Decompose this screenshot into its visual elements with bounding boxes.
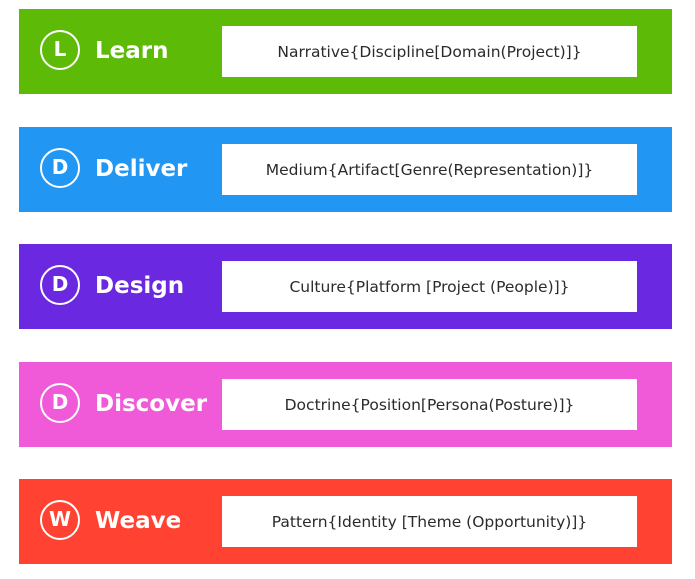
- formula-text: Medium{Artifact[Genre(Representation)]}: [265, 160, 594, 179]
- formula-box: Culture{Platform [Project (People)]}: [222, 261, 637, 312]
- formula-text: Pattern{Identity [Theme (Opportunity)]}: [271, 512, 588, 531]
- stage-title: Learn: [95, 38, 169, 64]
- formula-text: Narrative{Discipline[Domain(Project)]}: [277, 42, 582, 61]
- stage-letter-badge: W: [40, 500, 80, 540]
- stage-band-design: D Design Culture{Platform [Project (Peop…: [19, 244, 672, 329]
- stage-letter-badge: L: [40, 30, 80, 70]
- stage-title: Discover: [95, 391, 208, 417]
- formula-box: Narrative{Discipline[Domain(Project)]}: [222, 26, 637, 77]
- stage-letter-badge: D: [40, 383, 80, 423]
- formula-box: Doctrine{Position[Persona(Posture)]}: [222, 379, 637, 430]
- stage-band-weave: W Weave Pattern{Identity [Theme (Opportu…: [19, 479, 672, 564]
- stage-letter-badge: D: [40, 148, 80, 188]
- stage-title: Design: [95, 273, 185, 299]
- stage-title: Weave: [95, 508, 182, 534]
- formula-box: Medium{Artifact[Genre(Representation)]}: [222, 144, 637, 195]
- stage-title: Deliver: [95, 156, 188, 182]
- formula-box: Pattern{Identity [Theme (Opportunity)]}: [222, 496, 637, 547]
- stage-band-deliver: D Deliver Medium{Artifact[Genre(Represen…: [19, 127, 672, 212]
- stage-band-discover: D Discover Doctrine{Position[Persona(Pos…: [19, 362, 672, 447]
- formula-text: Culture{Platform [Project (People)]}: [289, 277, 570, 296]
- stage-letter-badge: D: [40, 265, 80, 305]
- stage-band-learn: L Learn Narrative{Discipline[Domain(Proj…: [19, 9, 672, 94]
- formula-text: Doctrine{Position[Persona(Posture)]}: [284, 395, 575, 414]
